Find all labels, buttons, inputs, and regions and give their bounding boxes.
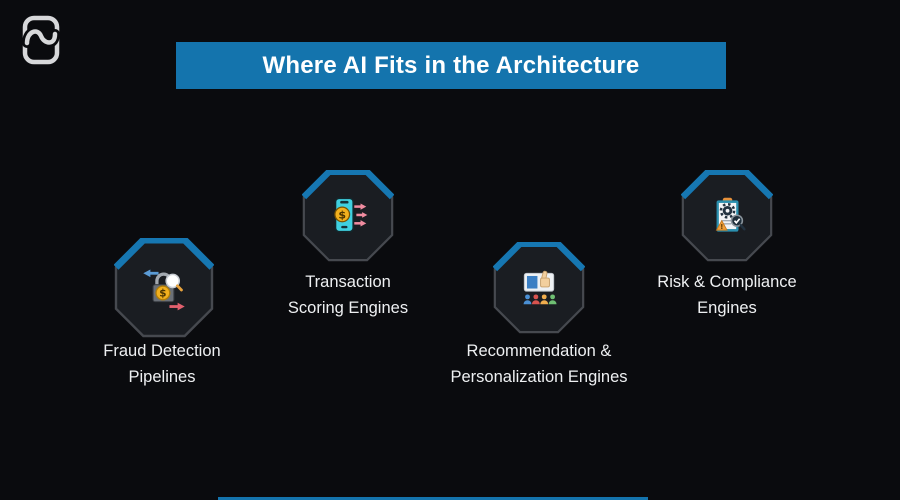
title-banner: Where AI Fits in the Architecture xyxy=(176,42,726,89)
thumbs-up-audience-icon xyxy=(523,270,557,305)
node-fraud-detection: $ Fraud Detection Pipelines xyxy=(0,0,221,386)
recommendation-octagon xyxy=(493,242,585,334)
bottom-accent-bar xyxy=(218,497,648,500)
brand-logo xyxy=(22,15,60,65)
node-label-fraud-detection: Fraud Detection Pipelines xyxy=(103,342,221,386)
audience-figures xyxy=(523,294,557,305)
node-label-risk-compliance: Risk & Compliance Engines xyxy=(657,273,797,317)
svg-text:$: $ xyxy=(159,288,166,300)
page-title: Where AI Fits in the Architecture xyxy=(262,51,640,79)
transaction-phone-payment-icon: $ xyxy=(334,197,368,233)
node-recommendation: Recommendation & Personalization Engines xyxy=(0,0,628,386)
compliance-clipboard-audit-icon: ! xyxy=(715,197,746,232)
fraud-detection-lock-search-icon: $ xyxy=(143,269,185,311)
svg-text:!: ! xyxy=(720,223,723,231)
node-label-recommendation: Recommendation & Personalization Engines xyxy=(450,342,628,386)
svg-text:$: $ xyxy=(338,208,346,221)
risk-compliance-octagon: ! xyxy=(681,170,773,262)
brand-mark-icon xyxy=(22,15,60,65)
node-transaction-scoring: $ Transaction Scoring Engines xyxy=(0,0,408,317)
fraud-detection-octagon: $ xyxy=(114,238,214,338)
node-risk-compliance: ! Risk & Compliance Engines xyxy=(0,0,797,317)
transaction-scoring-octagon: $ xyxy=(302,170,394,262)
node-label-transaction-scoring: Transaction Scoring Engines xyxy=(287,273,409,317)
